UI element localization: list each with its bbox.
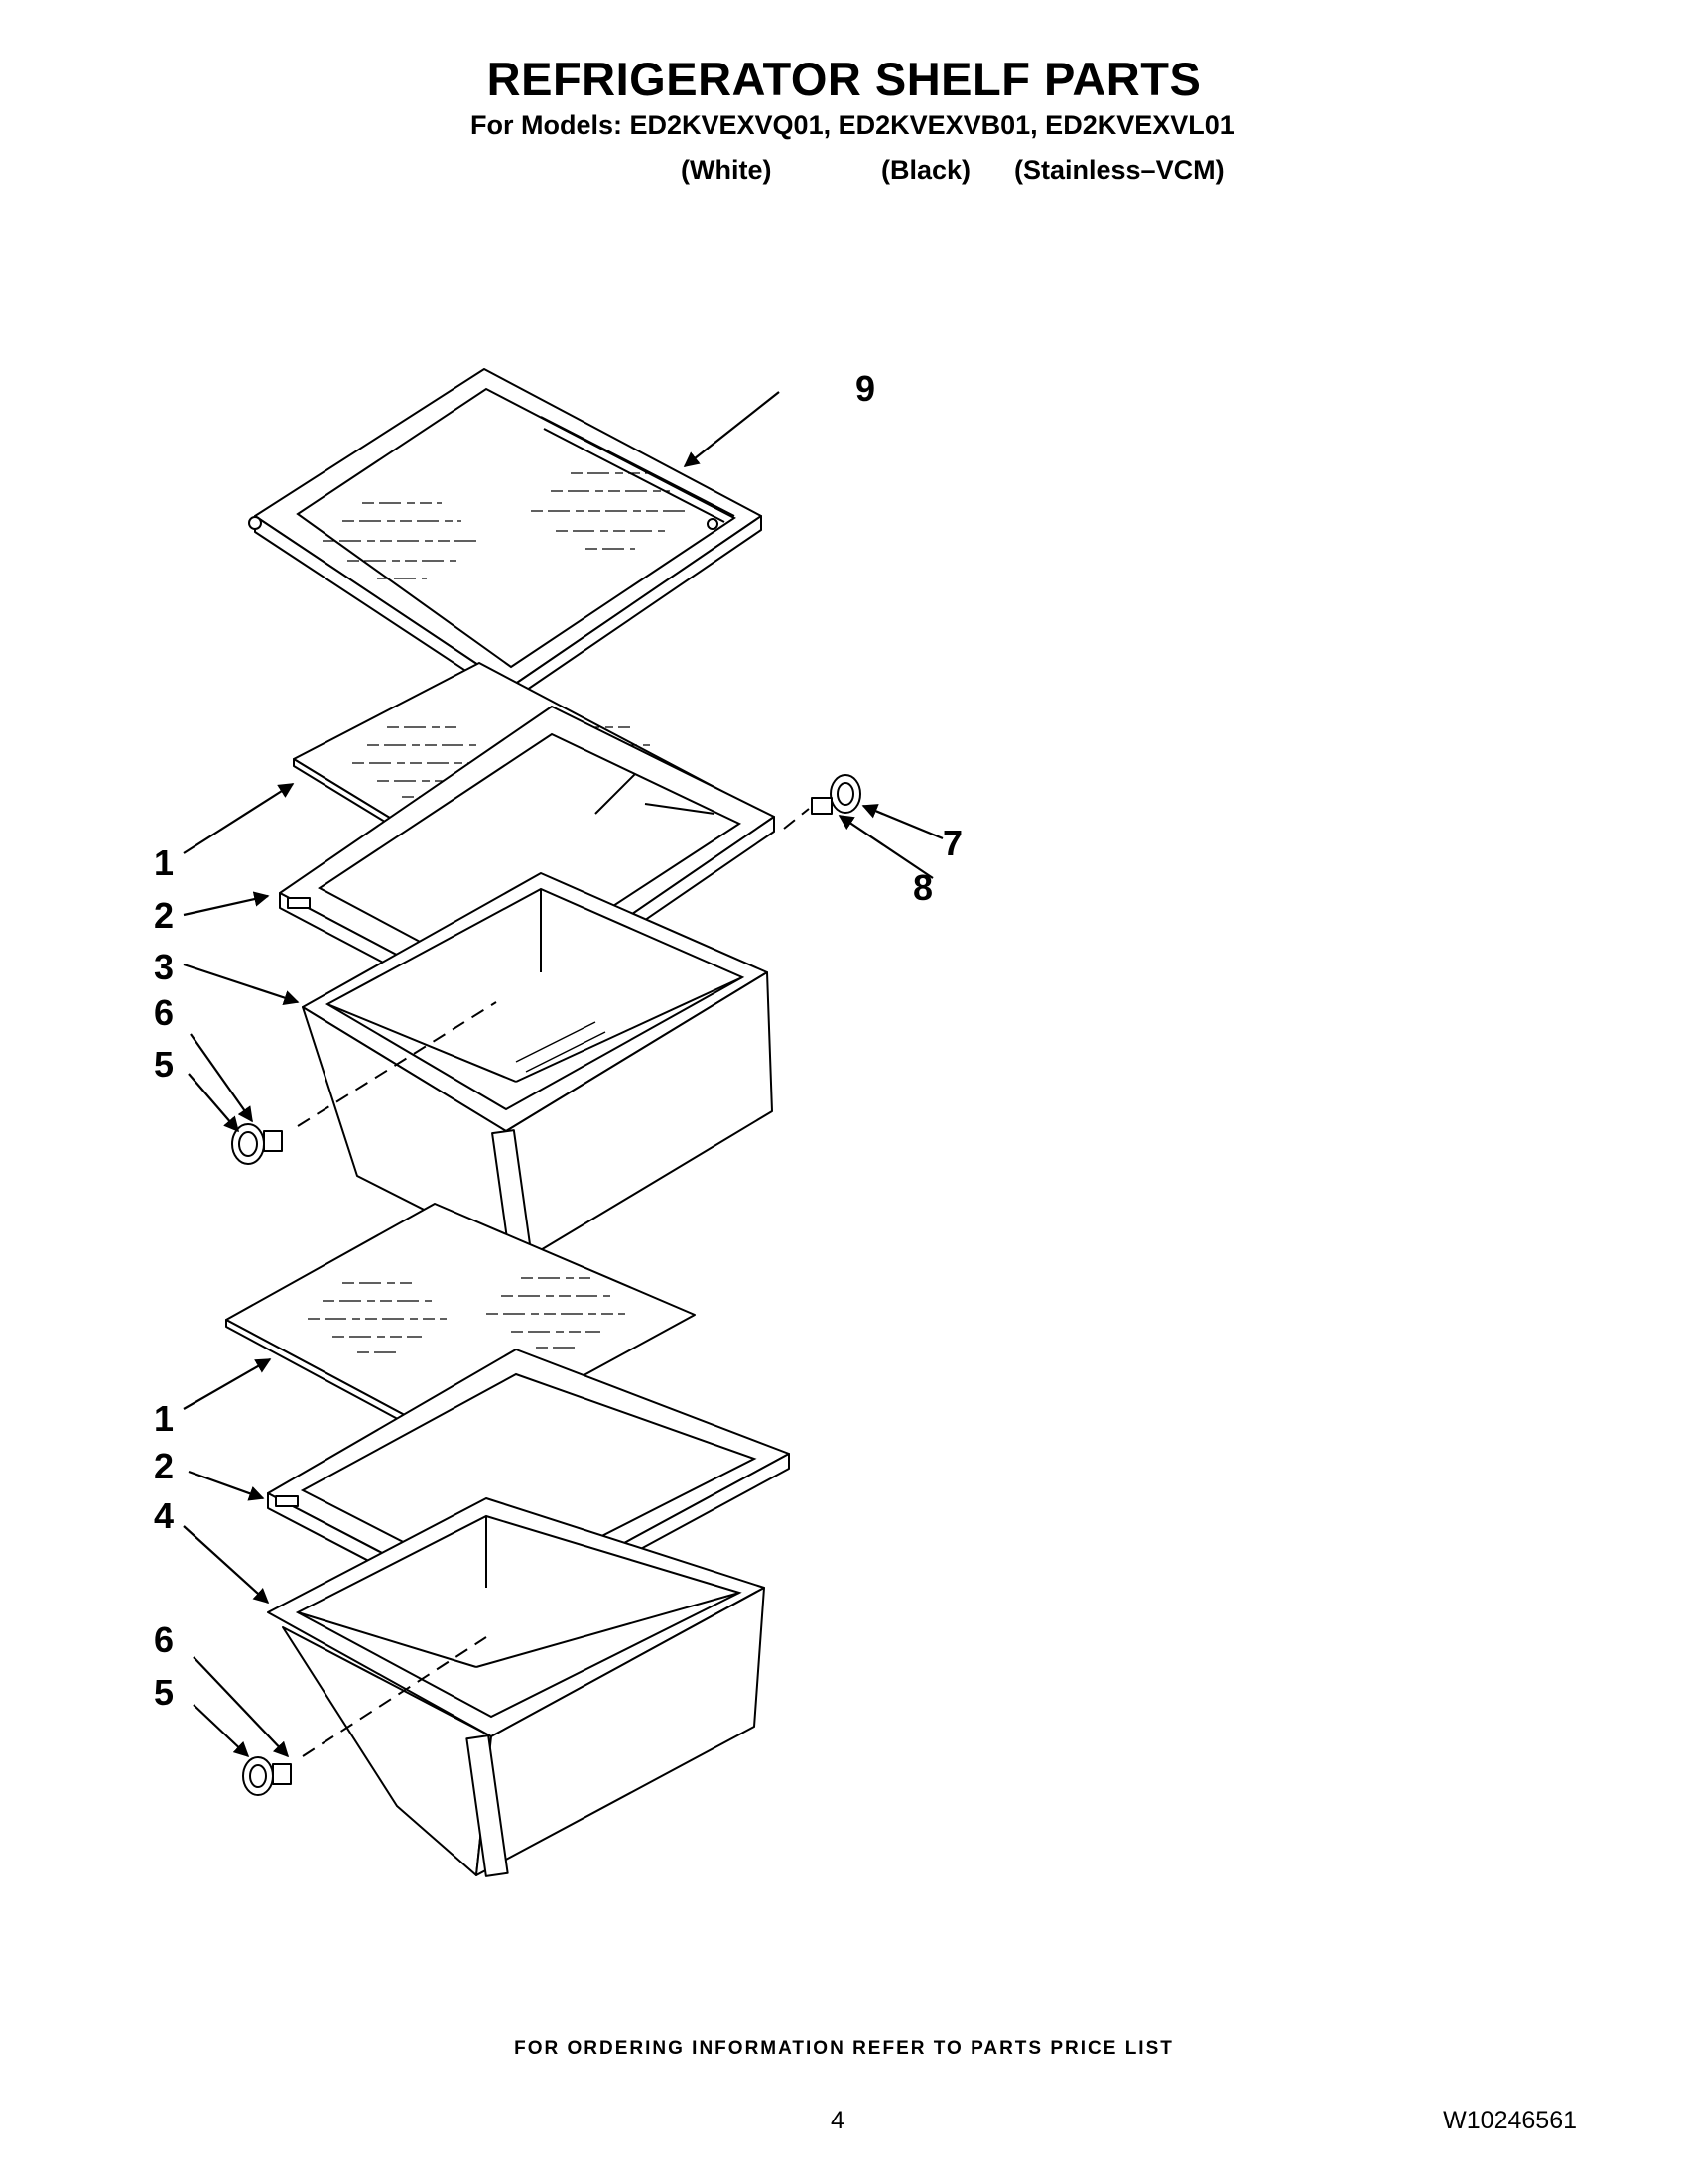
- callout-1-bottom: 1: [154, 1398, 174, 1439]
- page-number: 4: [831, 2107, 844, 2134]
- model-list: For Models: ED2KVEXVQ01, ED2KVEXVB01, ED…: [470, 110, 1234, 140]
- wheel-top-left: [231, 1123, 283, 1165]
- callout-6-top: 6: [154, 992, 174, 1033]
- callout-1-top: 1: [154, 842, 174, 883]
- document-number: W10246561: [1443, 2107, 1577, 2134]
- callout-5-bottom: 5: [154, 1672, 174, 1713]
- callout-9: 9: [855, 368, 875, 409]
- variant-white: (White): [681, 155, 772, 185]
- deli-drawer: [267, 1497, 765, 1877]
- ordering-note: FOR ORDERING INFORMATION REFER TO PARTS …: [514, 2038, 1174, 2059]
- callout-3: 3: [154, 947, 174, 987]
- callout-4: 4: [154, 1495, 174, 1536]
- callout-5-top: 5: [154, 1044, 174, 1085]
- page-title: REFRIGERATOR SHELF PARTS: [486, 53, 1202, 105]
- variant-black: (Black): [881, 155, 972, 185]
- wheel-bottom-left: [242, 1756, 292, 1796]
- callout-8: 8: [913, 867, 933, 908]
- shelf-assembly: [248, 368, 762, 702]
- crisper-drawer: [302, 872, 773, 1262]
- callout-2-bottom: 2: [154, 1446, 174, 1486]
- variant-stainless: (Stainless–VCM): [1014, 155, 1225, 185]
- callout-6-bottom: 6: [154, 1619, 174, 1660]
- callout-2-top: 2: [154, 895, 174, 936]
- wheel-right: [811, 774, 861, 815]
- callout-7: 7: [943, 823, 963, 863]
